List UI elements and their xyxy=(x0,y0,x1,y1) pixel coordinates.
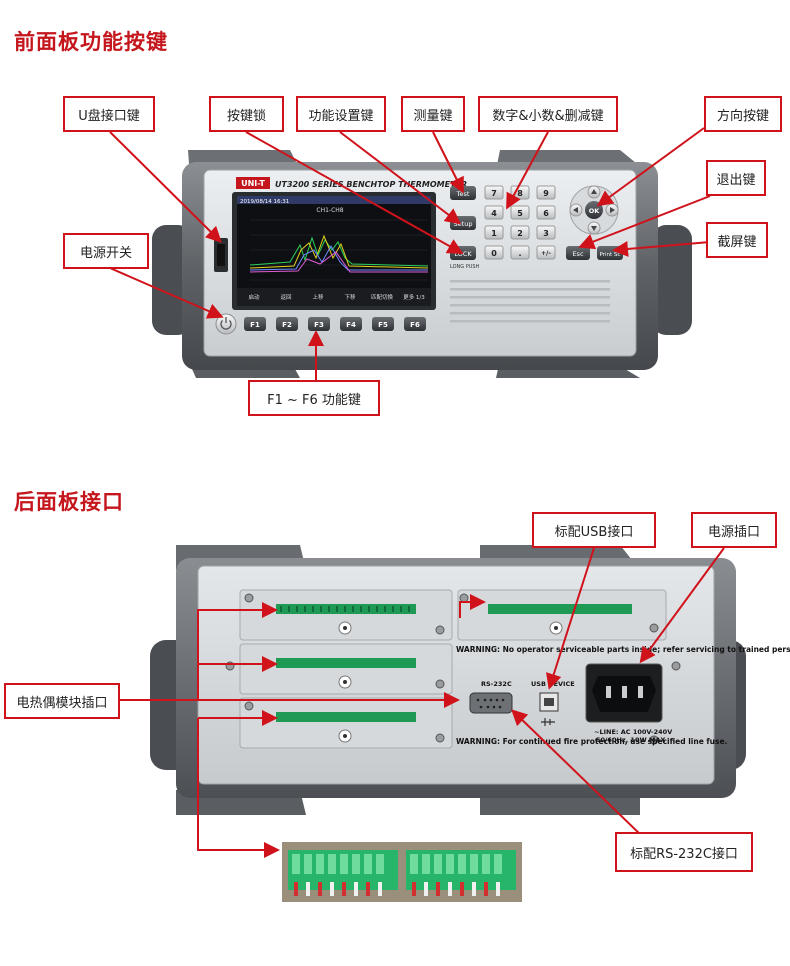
terminal-module-photo xyxy=(282,842,522,902)
callout-power-switch: 电源开关 xyxy=(63,233,149,269)
front-panel-title: 前面板功能按键 xyxy=(14,30,168,54)
arrow-left-icon xyxy=(573,207,578,213)
softkey-3: 上移 xyxy=(312,293,324,301)
callout-direction-keys: 方向按键 xyxy=(704,96,782,132)
callout-function-keys: F1 ~ F6 功能键 xyxy=(248,380,380,416)
f2-key[interactable] xyxy=(276,317,298,331)
key-dot[interactable]: . xyxy=(518,249,521,258)
line-rating-2: 50/60Hz, 10W MAX xyxy=(596,736,665,744)
f6-key-label: F6 xyxy=(410,321,420,329)
power-icon xyxy=(220,320,232,330)
key-1[interactable]: 1 xyxy=(491,229,497,238)
callout-function-setup: 功能设置键 xyxy=(296,96,386,132)
rs232-port[interactable] xyxy=(469,692,513,714)
line-rating-1: ~LINE: AC 100V-240V xyxy=(594,728,672,736)
rear-panel-title: 后面板接口 xyxy=(14,490,124,514)
f5-key[interactable] xyxy=(372,317,394,331)
callout-screenshot-key: 截屏键 xyxy=(706,222,768,258)
f2-key-label: F2 xyxy=(282,321,292,329)
usb-device-label: USB DEVICE xyxy=(531,680,575,688)
callout-rs232-port: 标配RS-232C接口 xyxy=(615,832,753,872)
key-sign[interactable]: +/- xyxy=(541,250,551,257)
warning-fuse: WARNING: For continued fire protection, … xyxy=(456,737,728,746)
f3-key[interactable] xyxy=(308,317,330,331)
terminal-block-2[interactable] xyxy=(276,658,416,668)
callout-power-socket: 电源插口 xyxy=(691,512,777,548)
softkey-1: 启动 xyxy=(248,293,260,301)
softkey-2: 返回 xyxy=(280,294,292,301)
rs232-label: RS-232C xyxy=(481,680,512,688)
esc-key[interactable] xyxy=(566,246,590,260)
f4-key-label: F4 xyxy=(346,321,356,329)
callout-usb-port: 标配USB接口 xyxy=(532,512,656,548)
key-5[interactable]: 5 xyxy=(517,209,523,218)
key-3[interactable]: 3 xyxy=(543,229,549,238)
key-2[interactable]: 2 xyxy=(517,229,523,238)
key-4[interactable]: 4 xyxy=(491,209,497,218)
callout-escape-key: 退出键 xyxy=(706,160,766,196)
softkey-6: 更多 1/3 xyxy=(403,293,425,301)
terminal-block-4[interactable] xyxy=(488,604,632,614)
f5-key-label: F5 xyxy=(378,321,388,329)
callout-usb-key: U盘接口键 xyxy=(63,96,155,132)
callout-numeric-keys: 数字&小数&删减键 xyxy=(478,96,618,132)
softkey-5: 匹配切换 xyxy=(371,293,394,301)
key-6[interactable]: 6 xyxy=(543,209,549,218)
long-push-label: LONG PUSH xyxy=(450,264,480,270)
power-button[interactable] xyxy=(215,313,237,335)
esc-key-label: Esc xyxy=(572,250,583,258)
softkey-4: 下移 xyxy=(344,293,356,301)
f6-key[interactable] xyxy=(404,317,426,331)
arrow-up-icon xyxy=(591,189,597,194)
key-0[interactable]: 0 xyxy=(491,249,497,258)
f1-key[interactable] xyxy=(244,317,266,331)
f4-key[interactable] xyxy=(340,317,362,331)
warning-service: WARNING: No operator serviceable parts i… xyxy=(456,645,790,654)
callout-thermocouple-module: 电热偶模块插口 xyxy=(4,683,120,719)
test-key-label: Test xyxy=(456,190,470,198)
setup-key-label: Setup xyxy=(454,220,473,228)
print-screen-key-label: Print Sc xyxy=(600,252,621,258)
f1-key-label: F1 xyxy=(250,321,260,329)
key-7[interactable]: 7 xyxy=(491,189,497,198)
callout-measure-key: 测量键 xyxy=(401,96,465,132)
f3-key-label: F3 xyxy=(314,321,324,329)
terminal-block-3[interactable] xyxy=(276,712,416,722)
callout-key-lock: 按键锁 xyxy=(209,96,284,132)
lock-key-label: LOCK xyxy=(454,250,472,258)
